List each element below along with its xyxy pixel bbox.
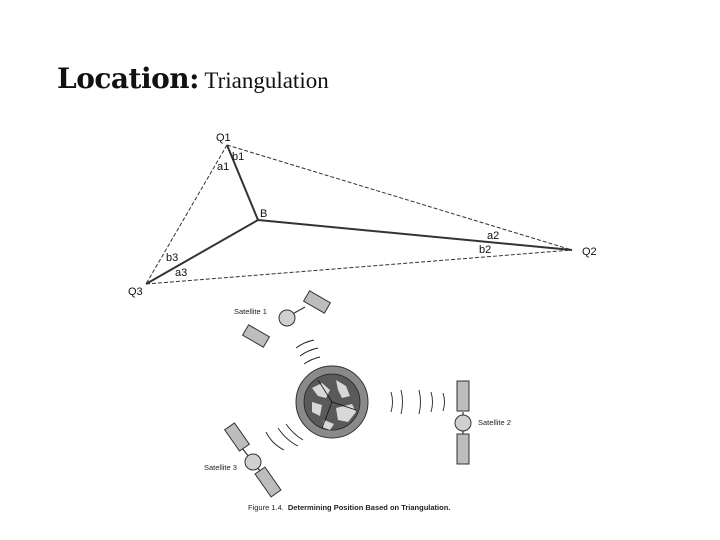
label-a2: a2 xyxy=(487,230,499,242)
label-q2: Q2 xyxy=(582,246,597,258)
satellite-labels: Satellite 1 Satellite 2 Satellite 3 xyxy=(204,307,511,472)
label-satellite-1: Satellite 1 xyxy=(234,307,267,316)
signal-waves xyxy=(265,339,445,451)
figure-caption: Figure 1.4. Determining Position Based on… xyxy=(248,503,450,512)
edge-q1-q2 xyxy=(226,144,573,251)
triangle-diagram xyxy=(145,144,573,285)
label-a3: a3 xyxy=(175,267,187,279)
edge-q1-q3 xyxy=(145,144,228,285)
edge-b-q3 xyxy=(145,219,259,285)
satellite-2-icon xyxy=(454,380,472,465)
edge-b-q2 xyxy=(257,219,573,251)
satellite-1-icon xyxy=(241,290,332,348)
label-b3: b3 xyxy=(166,252,178,264)
satellite-3-icon xyxy=(223,422,282,498)
slide-title: Location: Triangulation xyxy=(57,62,329,95)
earth-icon xyxy=(295,365,369,439)
label-satellite-2: Satellite 2 xyxy=(478,418,511,427)
caption-prefix: Figure 1.4. xyxy=(248,503,284,512)
triangle-labels: Q1 Q2 Q3 B a1 b1 a2 b2 a3 b3 xyxy=(128,132,597,298)
title-bold: Location: xyxy=(57,62,200,95)
title-rest: Triangulation xyxy=(199,68,329,93)
label-q3: Q3 xyxy=(128,286,143,298)
caption-text: Determining Position Based on Triangulat… xyxy=(288,503,451,512)
label-b: B xyxy=(260,208,267,220)
label-a1: a1 xyxy=(217,161,229,173)
label-q1: Q1 xyxy=(216,132,231,144)
label-b2: b2 xyxy=(479,244,491,256)
label-satellite-3: Satellite 3 xyxy=(204,463,237,472)
edge-q1-b xyxy=(226,144,259,221)
label-b1: b1 xyxy=(232,151,244,163)
edge-q3-q2 xyxy=(145,249,573,285)
